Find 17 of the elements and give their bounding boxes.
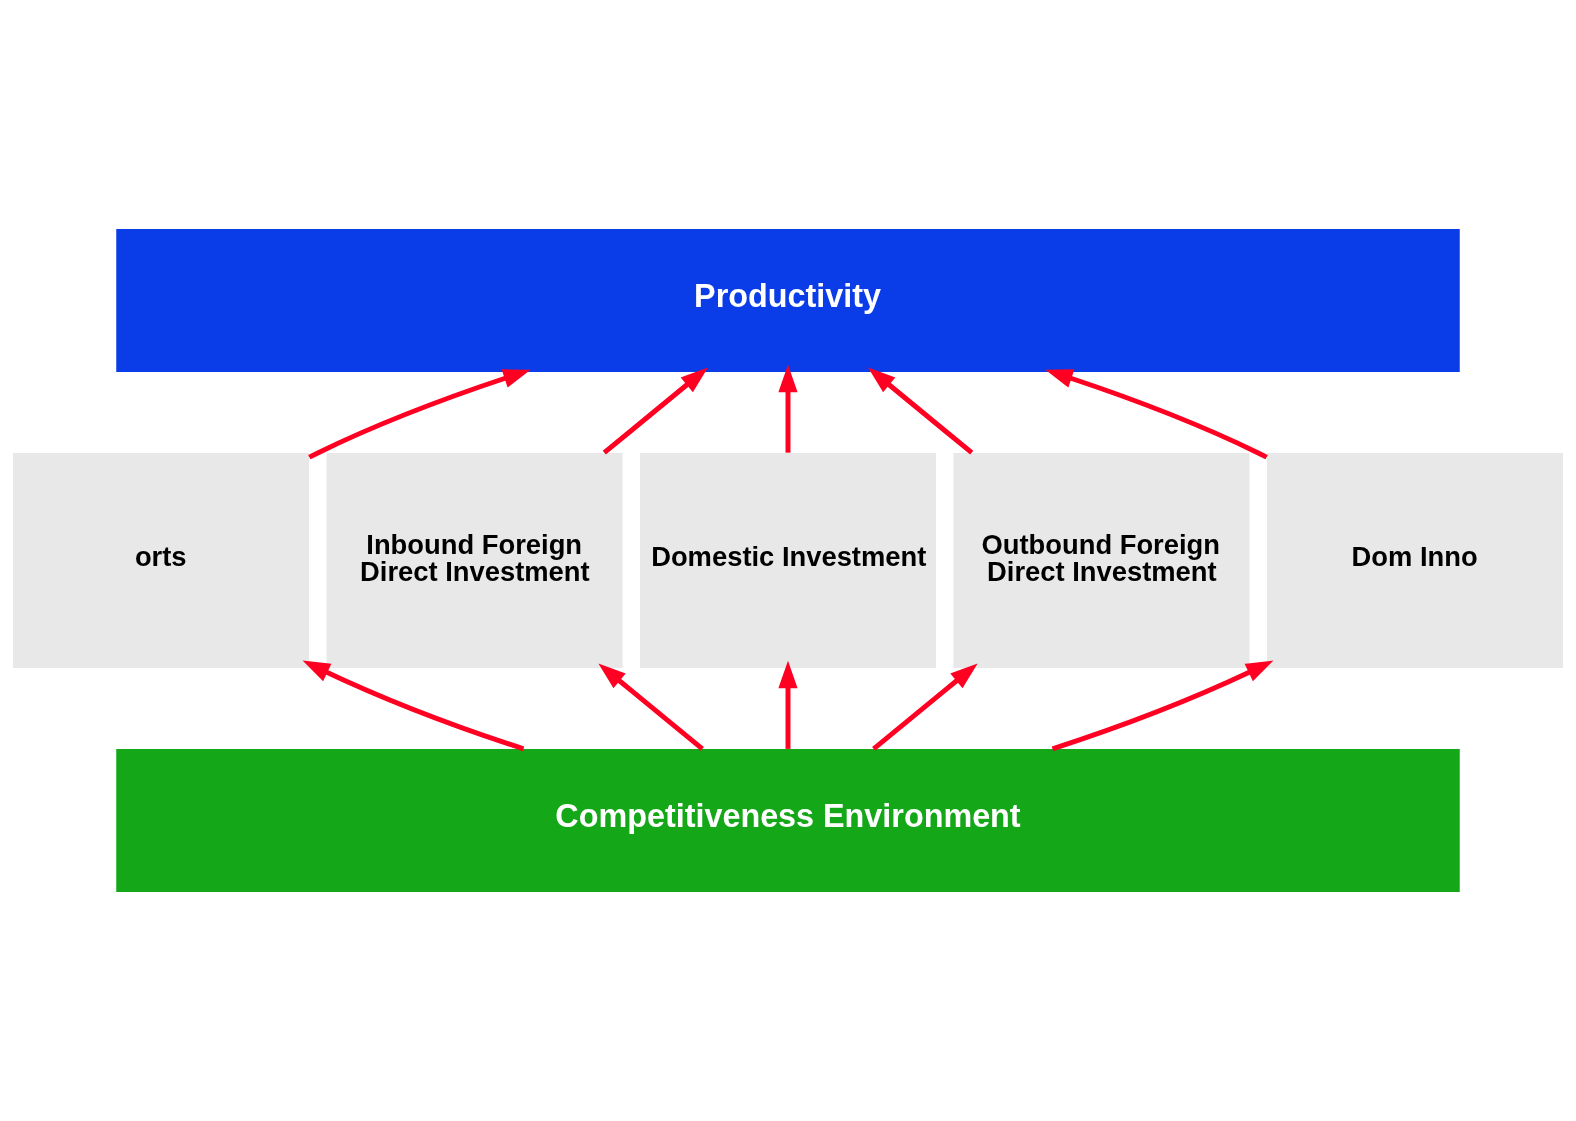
node-box: Inbound Foreign Direct Investment xyxy=(326,452,623,669)
arrow xyxy=(872,663,978,751)
arrow xyxy=(1051,660,1274,752)
node-box: Productivity xyxy=(116,229,1460,373)
node-box: Dom Inno xyxy=(1266,452,1563,669)
node-box: Outbound Foreign Direct Investment xyxy=(953,452,1250,669)
arrow xyxy=(308,369,531,460)
arrow xyxy=(302,660,525,752)
node-box: orts xyxy=(13,452,310,669)
arrow xyxy=(778,364,798,453)
arrow xyxy=(602,367,708,455)
arrow xyxy=(778,660,798,749)
arrow xyxy=(1045,369,1268,460)
arrow xyxy=(598,663,704,751)
arrow xyxy=(868,367,974,455)
node-box: Domestic Investment xyxy=(639,452,937,669)
node-box: Competitiveness Environment xyxy=(116,748,1460,892)
